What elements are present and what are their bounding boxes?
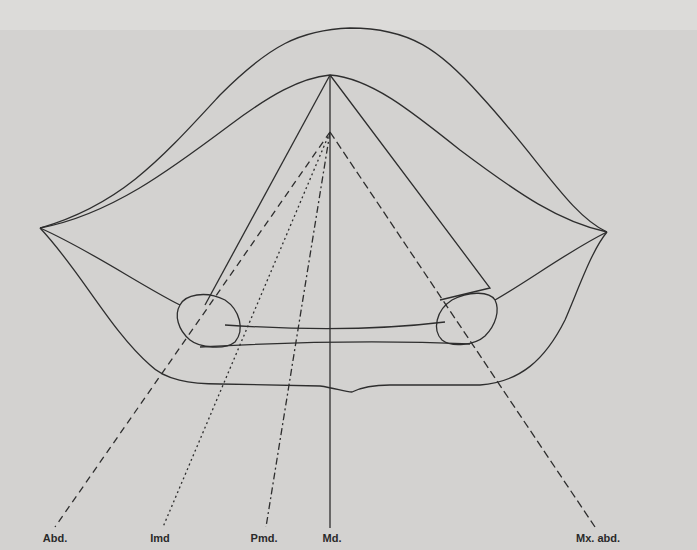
right-inner-flank — [495, 232, 607, 300]
left-reference-line — [205, 75, 330, 305]
imd-line — [163, 132, 330, 527]
line-label: Md. — [323, 532, 342, 545]
abd-line — [55, 132, 330, 527]
pmd-line — [266, 132, 330, 527]
left-inner-flank — [40, 228, 180, 305]
line-label: Imd — [150, 532, 170, 545]
outer-arch — [40, 28, 607, 232]
inner-arch — [40, 75, 607, 232]
mx-abd-line — [330, 132, 595, 527]
line-label: Mx. abd. — [576, 532, 620, 545]
line-label: Pmd. — [251, 532, 278, 545]
palate-line-upper — [225, 322, 445, 328]
outer-base — [40, 228, 607, 392]
right-reference-line — [330, 75, 490, 300]
left-tuberosity — [177, 295, 240, 348]
line-label: Abd. — [43, 532, 67, 545]
paper-shade — [0, 0, 697, 30]
md-line — [329, 75, 330, 528]
